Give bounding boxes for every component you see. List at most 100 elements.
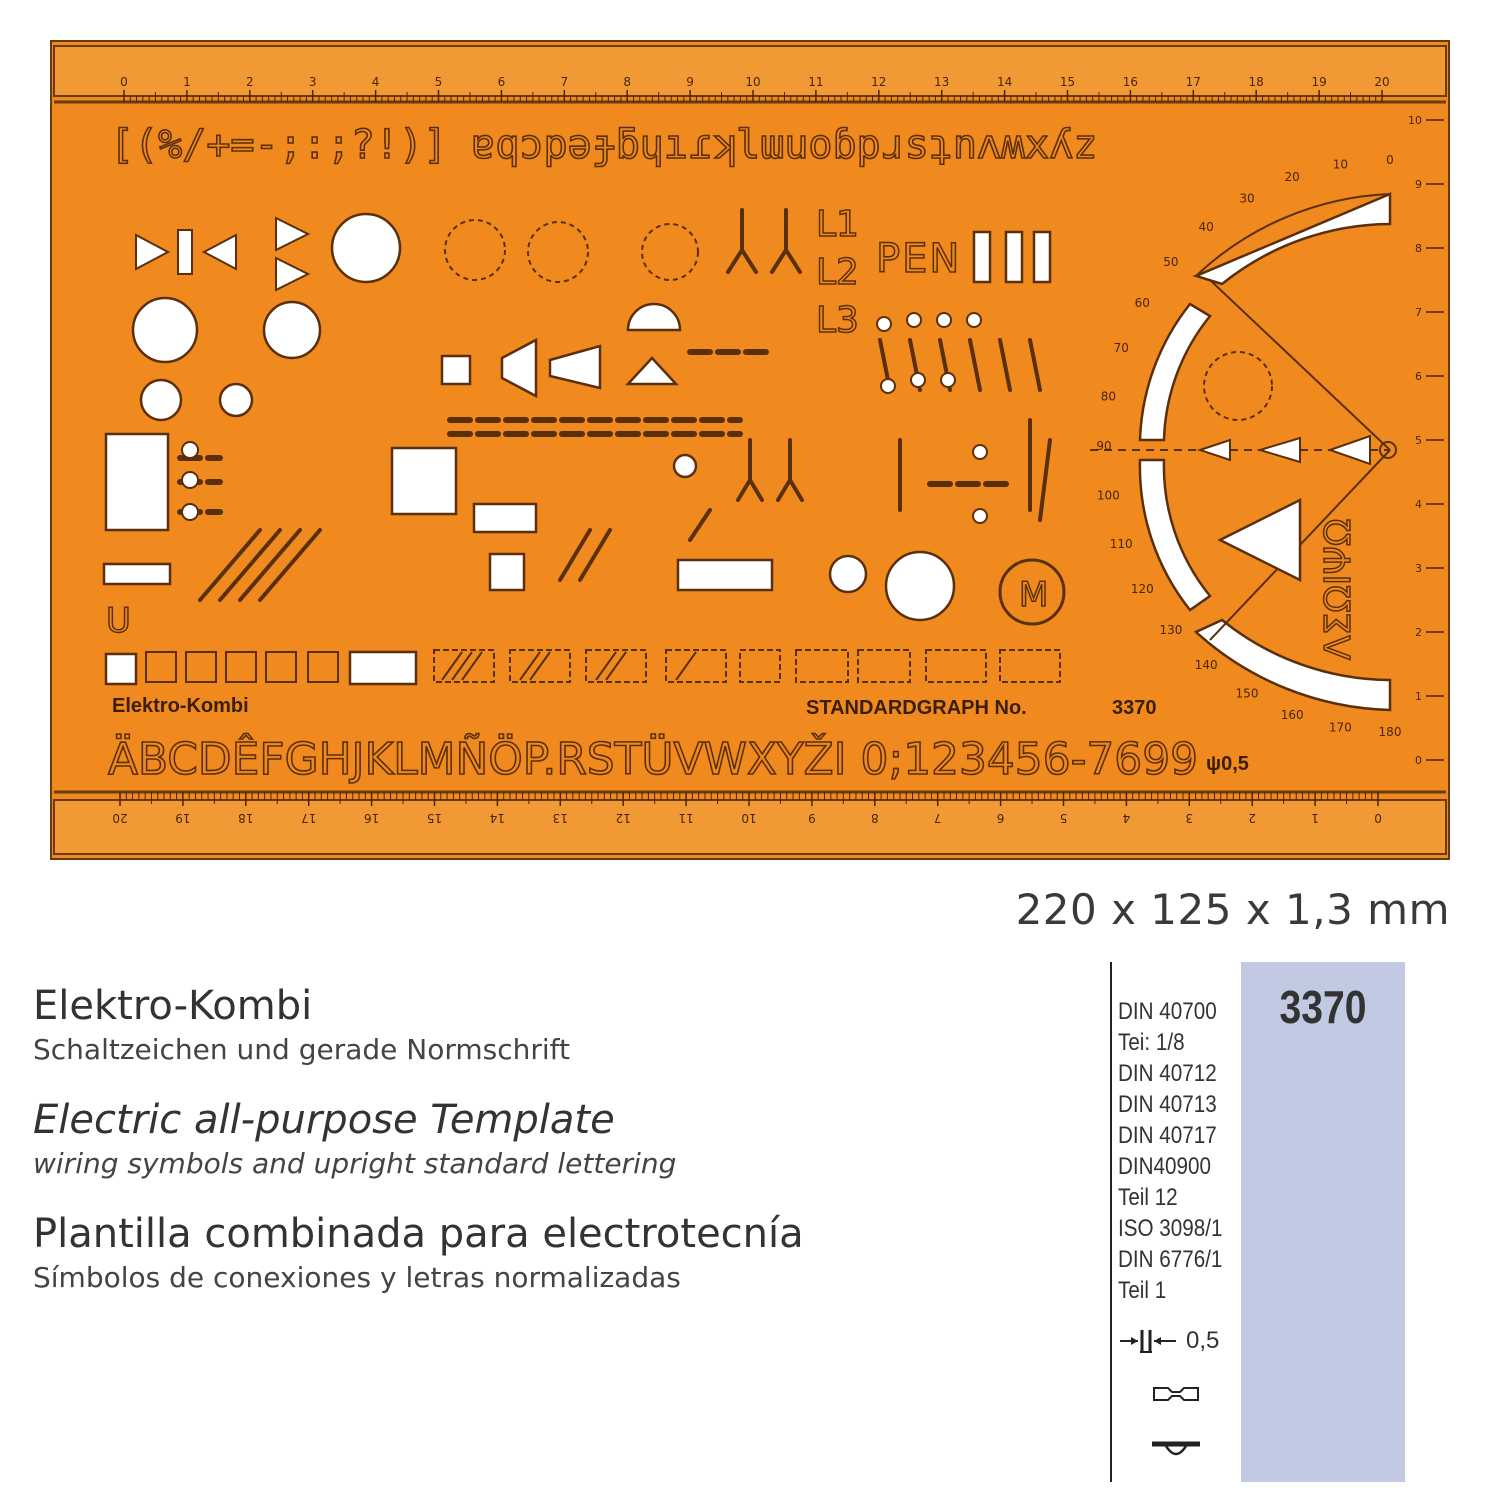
norm-item: Teil 12 bbox=[1118, 1184, 1178, 1211]
phase-label-l3: L3 bbox=[816, 300, 859, 341]
top-ruler-label: 12 bbox=[871, 75, 886, 89]
top-ruler-label: 6 bbox=[498, 75, 506, 89]
norm-item: DIN 40712 bbox=[1118, 1060, 1217, 1087]
top-ruler-label: 19 bbox=[1311, 75, 1326, 89]
model-label: 3370 bbox=[1112, 697, 1157, 719]
right-ruler-label: 0 bbox=[1415, 754, 1422, 767]
rectangle-cutouts bbox=[102, 230, 1052, 686]
horn-symbols bbox=[500, 302, 682, 399]
top-ruler-label: 15 bbox=[1060, 75, 1075, 89]
model-number: 3370 bbox=[1279, 981, 1367, 1033]
motor-label: M bbox=[1019, 575, 1048, 615]
bottom-ruler-label: 16 bbox=[364, 811, 379, 825]
template-name: Elektro-Kombi bbox=[112, 695, 249, 717]
top-letter-row: [(%/+=-;:;?!)] ɐqɔpǝɟƃɥıɾʞlɯuoɓpɹsʇnʌʍxʎ… bbox=[110, 122, 1097, 168]
description-subtitle: Símbolos de conexiones y letras normaliz… bbox=[33, 1261, 681, 1294]
norm-item: DIN 40717 bbox=[1118, 1122, 1217, 1149]
protractor-label: 160 bbox=[1281, 708, 1304, 722]
bottom-ruler-label: 4 bbox=[1123, 811, 1131, 825]
top-ruler-label: 20 bbox=[1374, 75, 1389, 89]
protractor-degree-labels: 0102030405060708090100110120130140150160… bbox=[1096, 153, 1401, 739]
norm-item: Tei: 1/8 bbox=[1118, 1029, 1185, 1056]
top-ruler-label: 0 bbox=[120, 75, 128, 89]
protractor-label: 100 bbox=[1097, 489, 1120, 503]
description-subtitle: Schaltzeichen und gerade Normschrift bbox=[33, 1033, 571, 1066]
divider-line bbox=[1110, 962, 1112, 1482]
top-ruler-band bbox=[53, 45, 1447, 97]
model-number-panel: 3370 bbox=[1241, 962, 1405, 1482]
description-german: Elektro-Kombi Schaltzeichen und gerade N… bbox=[33, 980, 1073, 1068]
bottom-ruler-label: 11 bbox=[678, 811, 693, 825]
pen-gap-icon bbox=[1120, 1330, 1176, 1353]
protractor-label: 110 bbox=[1110, 537, 1133, 551]
bottom-ruler-label: 14 bbox=[490, 811, 505, 825]
phase-label-l1: L1 bbox=[816, 204, 859, 245]
right-ruler-label: 8 bbox=[1415, 242, 1422, 255]
bottom-ruler-label: 20 bbox=[112, 811, 127, 825]
pen-label: PEN bbox=[876, 236, 961, 282]
protractor-label: 40 bbox=[1199, 220, 1214, 234]
top-ruler-label: 17 bbox=[1186, 75, 1201, 89]
description-title: Elektro-Kombi bbox=[33, 983, 313, 1029]
bottom-ruler-label: 12 bbox=[616, 811, 631, 825]
protractor-label: 50 bbox=[1163, 255, 1178, 269]
hatched-box-row bbox=[145, 649, 1061, 683]
bottom-ruler-band bbox=[53, 799, 1447, 855]
norm-item: ISO 3098/1 bbox=[1118, 1215, 1223, 1242]
protractor-label: 70 bbox=[1114, 341, 1129, 355]
bottom-ruler-label: 7 bbox=[934, 811, 942, 825]
phase-label-l2: L2 bbox=[816, 252, 859, 293]
bottom-ruler-label: 15 bbox=[427, 811, 442, 825]
diode-symbols bbox=[135, 216, 311, 292]
bottom-ruler-label: 3 bbox=[1185, 811, 1193, 825]
description-list: Elektro-Kombi Schaltzeichen und gerade N… bbox=[33, 980, 1073, 1322]
top-ruler-label: 14 bbox=[997, 75, 1012, 89]
description-title: Plantilla combinada para electrotecnía bbox=[33, 1211, 804, 1257]
protractor-label: 10 bbox=[1333, 157, 1348, 171]
protractor-label: 130 bbox=[1159, 623, 1182, 637]
brand-label: STANDARDGRAPH No. bbox=[806, 697, 1027, 719]
line-width-label: 0,5 bbox=[1186, 1327, 1220, 1354]
top-ruler-label: 13 bbox=[934, 75, 949, 89]
protractor-label: 80 bbox=[1101, 389, 1116, 403]
norm-item: DIN 40713 bbox=[1118, 1091, 1217, 1118]
top-ruler-label: 2 bbox=[246, 75, 254, 89]
protractor-label: 140 bbox=[1195, 658, 1218, 672]
protractor-label: 170 bbox=[1329, 721, 1352, 735]
right-ruler-label: 2 bbox=[1415, 626, 1422, 639]
top-ruler-label: 5 bbox=[435, 75, 443, 89]
bottom-ruler-label: 19 bbox=[175, 811, 190, 825]
top-ruler-label: 10 bbox=[745, 75, 760, 89]
description-english: Electric all-purpose Template wiring sym… bbox=[33, 1094, 1073, 1182]
right-ruler-label: 9 bbox=[1415, 178, 1422, 191]
greek-row: ΛΣΩΙΨΩ bbox=[1318, 519, 1359, 660]
protractor-label: 180 bbox=[1379, 725, 1402, 739]
top-ruler-label: 4 bbox=[372, 75, 380, 89]
bottom-ruler-label: 0 bbox=[1374, 811, 1382, 825]
description-title: Electric all-purpose Template bbox=[33, 1097, 615, 1143]
bottom-ruler-label: 10 bbox=[741, 811, 756, 825]
bottom-ruler-label: 2 bbox=[1248, 811, 1256, 825]
top-ruler-label: 7 bbox=[560, 75, 568, 89]
top-ruler-label: 18 bbox=[1249, 75, 1264, 89]
bottom-ruler-label: 6 bbox=[997, 811, 1005, 825]
description-spanish: Plantilla combinada para electrotecnía S… bbox=[33, 1208, 1073, 1296]
protractor-label: 120 bbox=[1131, 582, 1154, 596]
top-ruler-label: 11 bbox=[808, 75, 823, 89]
protractor-label: 30 bbox=[1239, 191, 1254, 205]
protractor-label: 150 bbox=[1236, 687, 1259, 701]
pen-size-label: ψ0,5 bbox=[1206, 753, 1249, 775]
pencil-lead-icon bbox=[1152, 1441, 1200, 1456]
bottom-ruler-label: 17 bbox=[301, 811, 316, 825]
line-width-row: 0,5 bbox=[1118, 1324, 1219, 1358]
right-ruler-label: 5 bbox=[1415, 434, 1422, 447]
circle-cutouts bbox=[131, 212, 956, 622]
dimensions-label: 220 x 125 x 1,3 mm bbox=[1015, 885, 1450, 934]
contact-dots bbox=[181, 312, 988, 524]
switch-symbols bbox=[198, 208, 1052, 602]
top-ruler-label: 8 bbox=[623, 75, 631, 89]
